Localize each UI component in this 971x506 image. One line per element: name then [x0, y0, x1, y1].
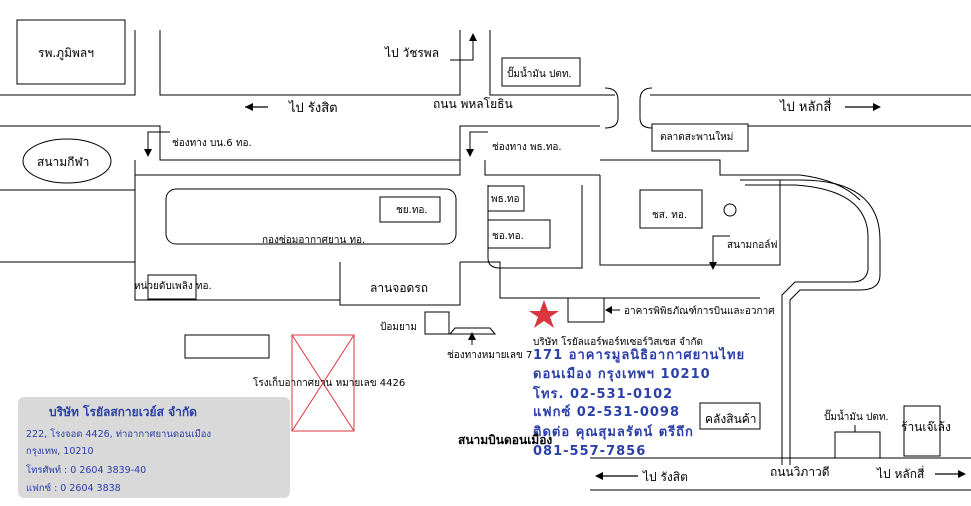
to-rangsit-top-label: ไป รังสิต: [288, 100, 338, 116]
contact-tel: โทร. 02-531-0102: [532, 385, 673, 402]
gas-station-top-label: ปั๊มน้ำมัน ปตท.: [507, 66, 572, 80]
museum-box: [567, 297, 605, 323]
company-info-card: บริษัท โรยัลสกายเวย์ส จำกัด 222, โรงจอด …: [18, 397, 290, 498]
fire-unit-box: [147, 274, 197, 300]
contact-person: ติดต่อ คุณสุมลรัตน์ ตรีถึก: [533, 424, 694, 440]
saphan-mai-market-label: ตลาดสะพานใหม่: [660, 131, 733, 143]
road-second: [0, 125, 600, 161]
contact-fax: แฟกซ์ 02-531-0098: [533, 404, 680, 420]
road-top-mid: [159, 30, 461, 96]
down-arrow-icon: [466, 149, 474, 157]
bridge-curve-left: [604, 87, 619, 129]
museum-road: [460, 261, 760, 299]
road-top-left: [0, 30, 136, 96]
gate-no7-label: ช่องทางหมายเลข 7: [447, 350, 532, 361]
to-laksi-bottom-label: ไป หลักสี่: [876, 465, 925, 481]
sortor-box: [487, 219, 551, 249]
parking-box: [339, 262, 461, 306]
chaytor-label: ชย.ทอ.: [396, 205, 428, 216]
contact-address-line1: 171 อาคารมูลนิธิอากาศยานไทย: [533, 346, 745, 363]
company-address-line1: 222, โรงจอด 4426, ท่าอากาศยานดอนเมือง: [26, 429, 212, 440]
company-phone: โทรศัพท์ : 0 2604 3839-40: [26, 465, 147, 476]
up-arrow-icon: [468, 332, 476, 340]
saphan-mai-market-box: [651, 123, 749, 152]
hangar-4426-cross: [291, 334, 355, 432]
contact-address-line2: ดอนเมือง กรุงเทพฯ 10210: [533, 366, 711, 382]
golf-area-road: [599, 175, 781, 266]
viphavadi-loop-outer: [740, 179, 881, 465]
phothor-box: [487, 185, 525, 212]
left-arrow-icon: [245, 103, 253, 111]
wachiraphon-arrow-line: [450, 35, 474, 61]
left-arrow-icon: [595, 472, 603, 480]
down-arrow-icon: [709, 262, 717, 270]
gate-phothor-label: ช่องทาง พธ.ทอ.: [492, 142, 562, 153]
company-fax: แฟกซ์ : 0 2604 3838: [26, 483, 121, 494]
fire-unit-road: [134, 262, 340, 301]
sortor-label: ชอ.ทอ.: [492, 231, 524, 242]
gas-station-bottom-box: [834, 431, 881, 459]
golf-course-label: สนามกอล์ฟ: [727, 239, 777, 251]
weather-division-label: กองซ่อมอากาศยาน ทอ.: [262, 235, 365, 246]
left-arrow-icon: [605, 306, 612, 314]
sortor2-box: [639, 189, 703, 229]
gate-bn6-arrow-line: [147, 131, 170, 155]
gas-station-top-box: [501, 57, 581, 87]
hospital-box: [16, 19, 126, 85]
don-mueang-airport-label: สนามบินดอนเมือง: [458, 433, 552, 447]
small-building-box: [184, 334, 270, 359]
royal-air-port-services-label: บริษัท โรยัลแอร์พอร์ทเซอร์วิสเซส จำกัด: [533, 335, 703, 348]
to-rangsit-bottom-label: ไป รังสิต: [642, 470, 688, 484]
gate-barrier: [448, 327, 497, 335]
down-arrow-icon: [144, 149, 152, 157]
gate-bn6-label: ช่องทาง บน.6 ทอ.: [172, 138, 252, 149]
destination-star-icon: [529, 300, 559, 328]
hospital-label: รพ.ภูมิพลฯ: [38, 46, 94, 61]
contact-mobile: 081-557-7856: [533, 444, 646, 459]
base-road-mid: [484, 160, 600, 176]
viphavadi-road-label: ถนนวิภาวดี: [770, 465, 830, 479]
shop-label: ร้านเจ๊เล้ง: [901, 420, 951, 434]
base-road-right: [600, 159, 861, 201]
viphavadi-loop-inner: [745, 184, 869, 465]
golf-hole-icon: [723, 203, 737, 217]
right-arrow-icon: [873, 103, 881, 111]
base-road-left: [0, 160, 461, 263]
gas-station-bottom-label: ปั๊มน้ำมัน ปตท.: [824, 409, 889, 423]
guard-post-box: [424, 311, 450, 335]
right-arrow-icon: [958, 470, 966, 478]
warehouse-label: คลังสินค้า: [705, 412, 757, 426]
phothor-box-label: พธ.ทอ: [491, 194, 519, 205]
company-name: บริษัท โรยัลสกายเวย์ส จำกัด: [49, 405, 197, 419]
sortor2-label: ชส. ทอ.: [652, 210, 687, 221]
stadium-label: สนามกีฬา: [37, 155, 89, 169]
guard-post-label: ป้อมยาม: [380, 321, 417, 333]
bridge-curve-right: [639, 87, 653, 129]
company-address-line2: กรุงเทพ, 10210: [26, 446, 94, 457]
to-laksi-top-label: ไป หลักสี่: [779, 98, 831, 115]
phahonyothin-road-label: ถนน พหลโยธิน: [433, 97, 513, 111]
up-arrow-icon: [469, 33, 477, 41]
warehouse-box: [699, 402, 761, 430]
to-wachiraphon-label: ไป วัชรพล: [384, 46, 439, 60]
stadium-shape: [22, 138, 112, 184]
gate-phothor-arrow-line: [469, 131, 488, 155]
fire-unit-label: หน่วยดับเพลิง ทอ.: [134, 281, 212, 292]
shop-box: [903, 405, 941, 457]
parking-label: ลานจอดรถ: [370, 281, 428, 295]
museum-label: อาคารพิพิธภัณฑ์การบินและอวกาศ: [624, 305, 775, 317]
road-top-right: [489, 30, 615, 96]
chaytor-box: [379, 196, 441, 223]
hangar-4426-label: โรงเก็บอากาศยาน หมายเลข 4426: [253, 375, 405, 389]
golf-arrow-line: [712, 235, 730, 268]
